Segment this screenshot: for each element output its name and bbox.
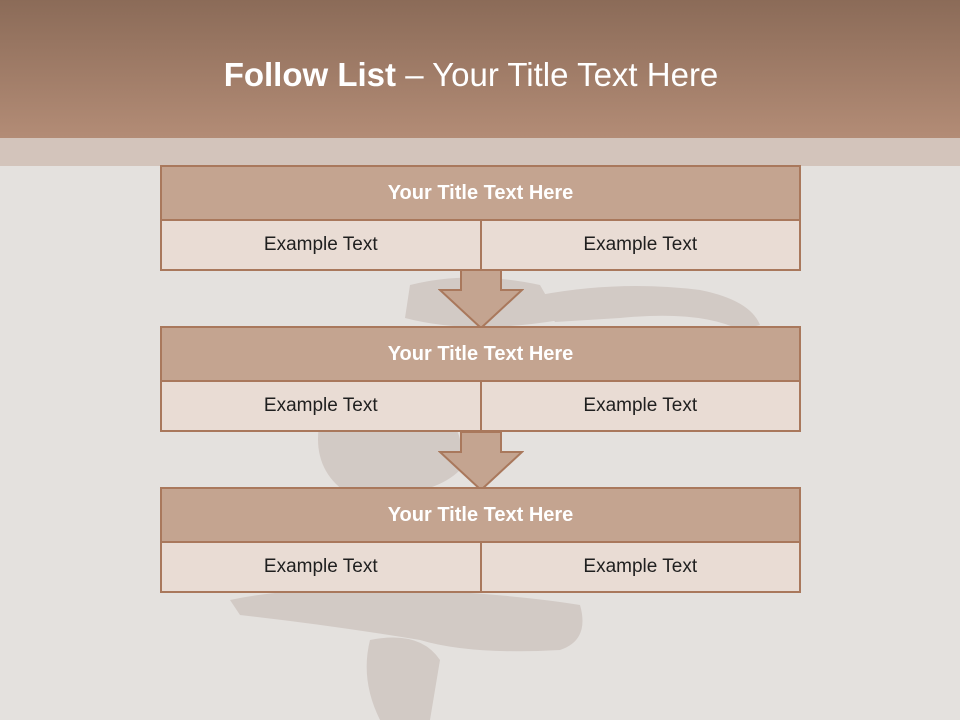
block-cell-right: Example Text xyxy=(479,543,799,591)
slide-title-rest: – Your Title Text Here xyxy=(396,56,719,93)
block-title: Your Title Text Here xyxy=(160,326,801,382)
header-band xyxy=(0,0,960,138)
block-row: Example Text Example Text xyxy=(160,221,801,271)
down-arrow-icon xyxy=(438,269,524,330)
list-block-1: Your Title Text Here Example Text Exampl… xyxy=(160,165,801,271)
block-row: Example Text Example Text xyxy=(160,543,801,593)
list-block-3: Your Title Text Here Example Text Exampl… xyxy=(160,487,801,593)
slide-title: Follow List – Your Title Text Here xyxy=(0,55,942,95)
slide-title-bold: Follow List xyxy=(223,56,397,93)
block-cell-left: Example Text xyxy=(162,382,480,430)
header-strip xyxy=(0,138,960,166)
block-title: Your Title Text Here xyxy=(160,487,801,543)
block-cell-left: Example Text xyxy=(162,221,480,269)
block-row: Example Text Example Text xyxy=(160,382,801,432)
list-block-2: Your Title Text Here Example Text Exampl… xyxy=(160,326,801,432)
block-cell-left: Example Text xyxy=(162,543,480,591)
block-title: Your Title Text Here xyxy=(160,165,801,221)
block-cell-right: Example Text xyxy=(479,382,799,430)
block-cell-right: Example Text xyxy=(479,221,799,269)
down-arrow-icon xyxy=(438,431,524,492)
